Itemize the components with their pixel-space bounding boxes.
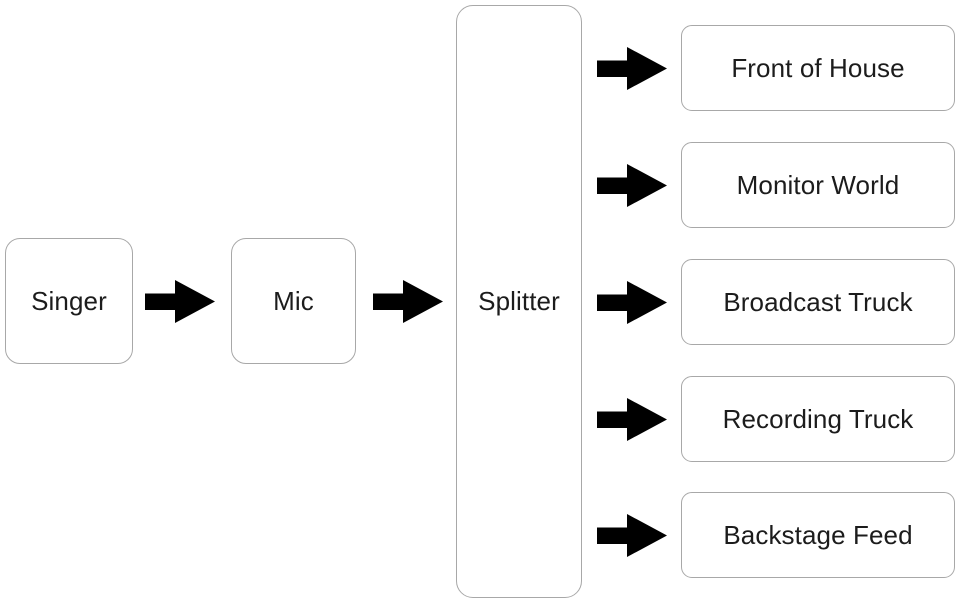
right-arrow-icon	[597, 47, 667, 90]
node-output-backstage-feed: Backstage Feed	[681, 492, 955, 578]
node-splitter-label: Splitter	[478, 286, 560, 317]
node-output-broadcast-truck: Broadcast Truck	[681, 259, 955, 345]
right-arrow-icon	[597, 398, 667, 441]
node-mic: Mic	[231, 238, 356, 364]
node-output-label: Monitor World	[736, 169, 900, 200]
right-arrow-icon	[145, 280, 215, 323]
node-output-label: Recording Truck	[722, 403, 914, 434]
node-output-monitor-world: Monitor World	[681, 142, 955, 228]
node-mic-label: Mic	[273, 285, 314, 316]
node-output-label: Broadcast Truck	[723, 286, 913, 317]
node-output-recording-truck: Recording Truck	[681, 376, 955, 462]
right-arrow-icon	[597, 514, 667, 557]
right-arrow-icon	[597, 281, 667, 324]
right-arrow-icon	[373, 280, 443, 323]
node-output-label: Backstage Feed	[723, 519, 913, 550]
node-output-label: Front of House	[731, 52, 905, 83]
right-arrow-icon	[597, 164, 667, 207]
node-splitter: Splitter	[456, 5, 582, 598]
node-singer-label: Singer	[31, 285, 107, 316]
node-singer: Singer	[5, 238, 133, 364]
node-output-front-of-house: Front of House	[681, 25, 955, 111]
